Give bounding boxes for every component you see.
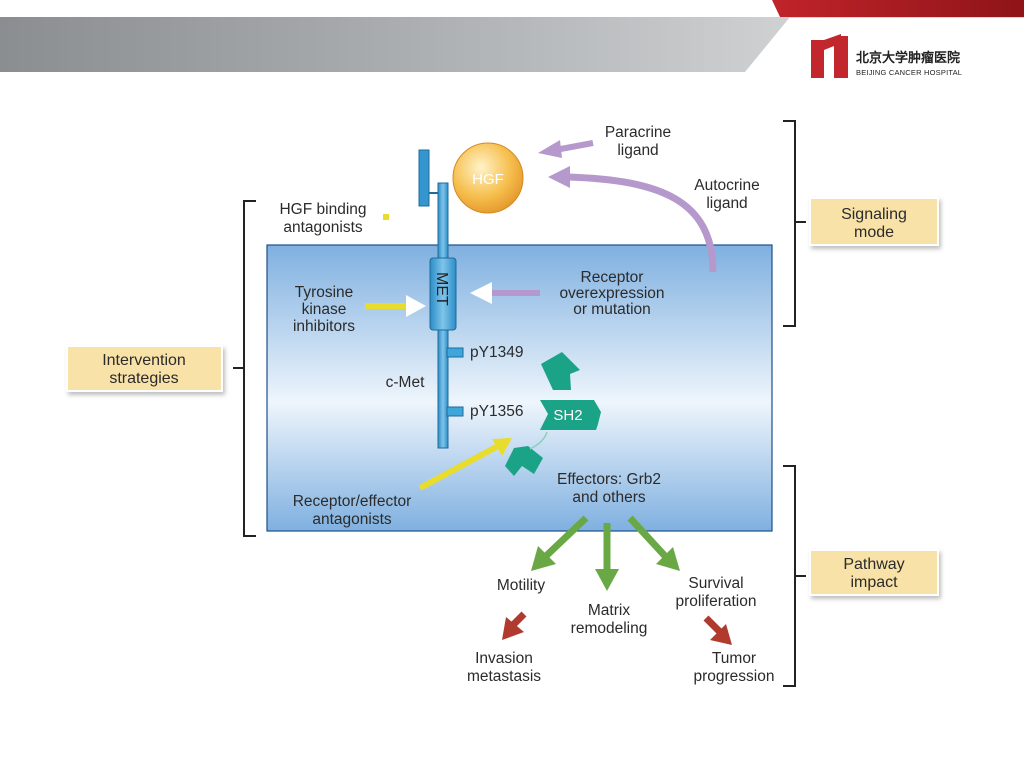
paracrine-arrow xyxy=(538,140,594,158)
signaling-mode-box: Signaling mode xyxy=(809,197,939,246)
py1349-label: pY1349 xyxy=(470,344,523,361)
tkl-arrow xyxy=(365,295,426,317)
met-label: MET xyxy=(433,272,450,306)
receptor-effector-line2: antagonists xyxy=(312,511,392,528)
signaling-mode-line1: Signaling xyxy=(841,206,907,223)
hgf-ball xyxy=(452,142,524,214)
paracrine-line2: ligand xyxy=(617,142,658,159)
logo-mark-icon xyxy=(811,34,848,78)
sh2-label: SH2 xyxy=(553,407,582,424)
grey-banner-band xyxy=(0,17,790,72)
tumor-line1: Tumor xyxy=(712,650,756,667)
receptor-effector-line1: Receptor/effector xyxy=(293,493,412,510)
tyrosine-line3: inhibitors xyxy=(293,318,355,335)
hospital-logo: 北京大学肿瘤医院 BEIJING CANCER HOSPITAL xyxy=(811,34,962,78)
hgf-antagonist-dot xyxy=(383,214,389,220)
matrix-line2: remodeling xyxy=(571,620,648,637)
cmet-label: c-Met xyxy=(386,374,425,391)
tyrosine-line1: Tyrosine xyxy=(295,284,354,301)
sh2-domain xyxy=(540,400,601,430)
invasion-line1: Invasion xyxy=(475,650,533,667)
motility-arrow xyxy=(531,515,589,571)
hgf-binding-line1: HGF binding xyxy=(279,201,366,218)
effector-bottom-shape xyxy=(505,446,543,476)
pathway-impact-line2: impact xyxy=(850,574,898,591)
pathway-impact-box: Pathway impact xyxy=(809,549,939,596)
autocrine-line2: ligand xyxy=(706,195,747,212)
met-receptor: MET xyxy=(418,149,464,449)
logo-chinese-text: 北京大学肿瘤医院 xyxy=(856,50,960,66)
survival-line1: Survival xyxy=(688,575,743,592)
effectors-line2: and others xyxy=(572,489,645,506)
tyrosine-line2: kinase xyxy=(302,301,347,318)
paracrine-line1: Paracrine xyxy=(605,124,671,141)
matrix-arrow xyxy=(595,523,619,591)
sh2-protein-icon: SH2 xyxy=(505,352,601,476)
invasion-arrow xyxy=(502,611,527,640)
intervention-line2: strategies xyxy=(109,370,178,387)
intervention-bracket xyxy=(233,200,256,537)
signaling-bracket xyxy=(783,120,806,327)
matrix-line1: Matrix xyxy=(588,602,630,619)
header-banner xyxy=(0,0,1024,72)
tumor-arrow xyxy=(703,615,732,645)
alpha-chain xyxy=(418,149,430,207)
py1356-site xyxy=(446,406,464,417)
invasion-line2: metastasis xyxy=(467,668,541,685)
autocrine-line1: Autocrine xyxy=(694,177,759,194)
autocrine-arrow xyxy=(548,166,717,273)
effector-antagonist-arrow xyxy=(418,438,512,491)
survival-arrow xyxy=(627,515,680,571)
red-banner-band xyxy=(772,0,1024,17)
motility-label: Motility xyxy=(497,577,545,594)
overexpression-arrow xyxy=(470,282,540,304)
receptor-over-line1: Receptor xyxy=(581,269,644,286)
signaling-mode-line2: mode xyxy=(854,224,894,241)
survival-line2: proliferation xyxy=(676,593,757,610)
tumor-line2: progression xyxy=(694,668,775,685)
py1349-site xyxy=(446,347,464,358)
intervention-line1: Intervention xyxy=(102,352,186,369)
logo-english-text: BEIJING CANCER HOSPITAL xyxy=(856,68,962,77)
hgf-ligand: HGF xyxy=(452,142,524,214)
green-arrows xyxy=(531,515,680,591)
receptor-over-line3: or mutation xyxy=(573,301,651,318)
hgf-binding-line2: antagonists xyxy=(283,219,363,236)
receptor-over-line2: overexpression xyxy=(559,285,664,302)
py1356-label: pY1356 xyxy=(470,403,523,420)
beta-chain-cytoplasmic xyxy=(437,329,449,449)
banner-divider xyxy=(789,17,1024,18)
pathway-bracket xyxy=(783,465,806,687)
effector-top-shape xyxy=(541,352,580,390)
beta-chain-extracellular xyxy=(437,182,449,260)
linker xyxy=(529,431,548,450)
effectors-line1: Effectors: Grb2 xyxy=(557,471,661,488)
intervention-strategies-box: Intervention strategies xyxy=(66,345,223,392)
hgf-label: HGF xyxy=(472,171,504,188)
pathway-impact-line1: Pathway xyxy=(843,556,904,573)
diagram-labels: Paracrine ligand Autocrine ligand HGF bi… xyxy=(279,124,774,685)
